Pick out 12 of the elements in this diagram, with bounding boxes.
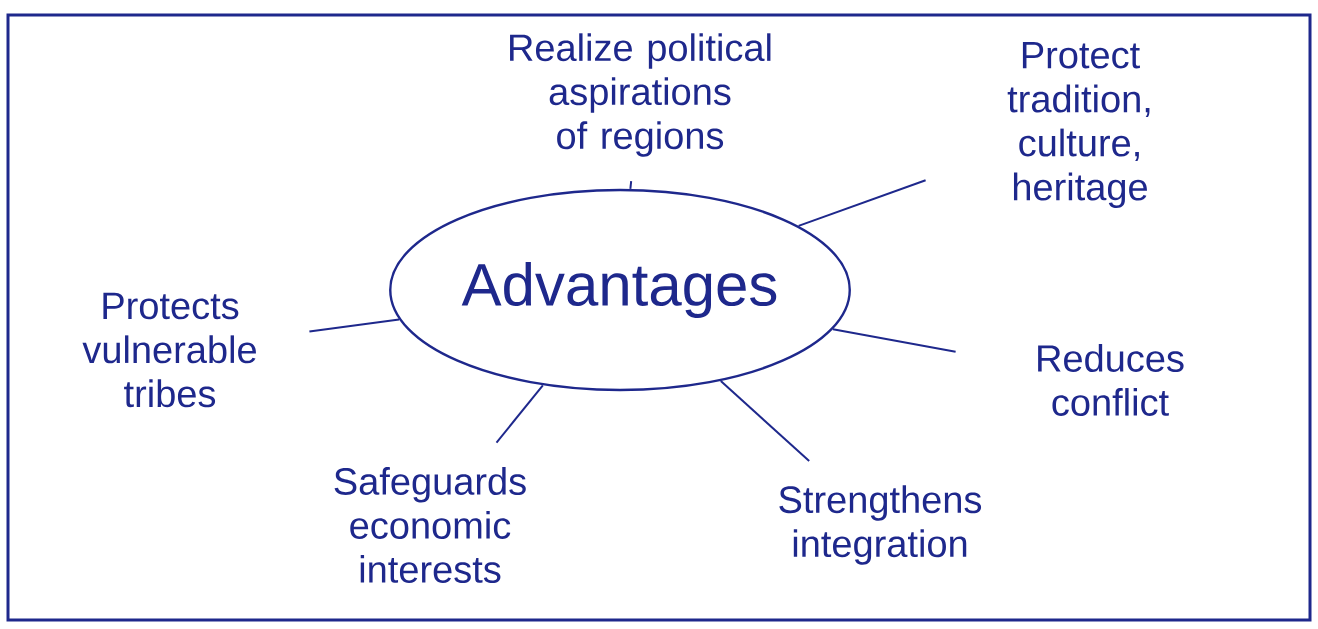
connector-line bbox=[629, 180, 633, 190]
connector-line bbox=[719, 380, 811, 462]
topic-text: Reduces conflict bbox=[1038, 344, 1184, 416]
topic-text: Protect tradition, culture, heritage bbox=[1007, 42, 1150, 208]
topic-text: Protects vulnerable tribes bbox=[82, 292, 256, 408]
topic-text: Strengthens integration bbox=[779, 485, 982, 565]
topic-text: Safeguards economic interests bbox=[334, 467, 526, 583]
connector-line bbox=[495, 384, 544, 444]
connector-line bbox=[831, 328, 957, 353]
connector-line bbox=[308, 318, 401, 333]
topic-text: Realize political aspirations of regions bbox=[510, 33, 771, 157]
connector-line bbox=[797, 179, 927, 227]
